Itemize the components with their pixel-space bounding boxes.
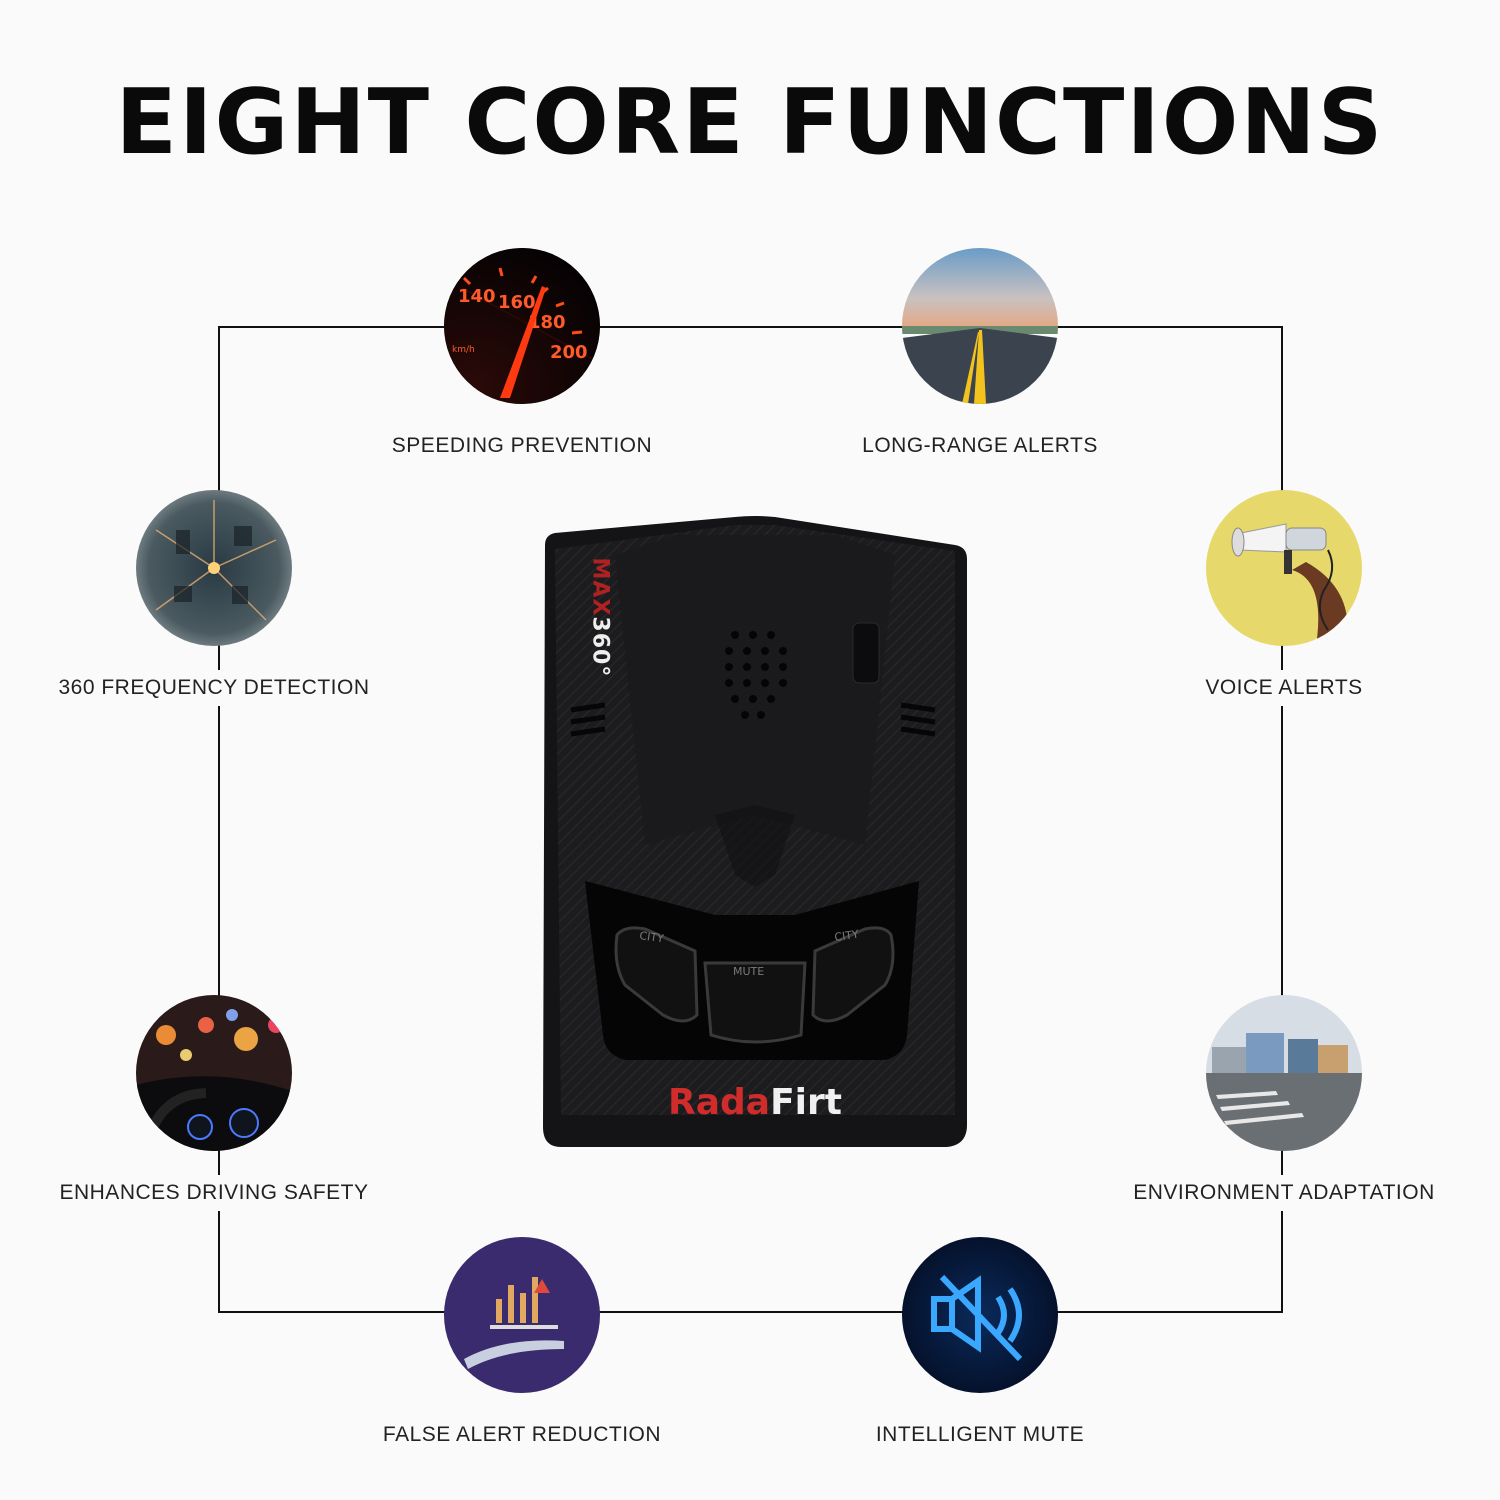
feature-label: ENVIRONMENT ADAPTATION: [1084, 1175, 1484, 1211]
feature-long-range-alerts: LONG-RANGE ALERTS: [780, 248, 1180, 488]
speed-tick-140: 140: [458, 286, 496, 307]
city-left-button[interactable]: [614, 926, 699, 1023]
feature-false-alert-reduction: FALSE ALERT REDUCTION: [322, 1237, 722, 1477]
street-icon: [1206, 995, 1362, 1151]
model-label: MAX360°: [587, 557, 613, 678]
feature-speeding-prevention: 140 160 180 200 km/h SPEEDING PREVENTION: [322, 248, 722, 488]
feature-voice-alerts: VOICE ALERTS: [1084, 490, 1484, 730]
feature-label: SPEEDING PREVENTION: [322, 428, 722, 464]
connector-frame: [218, 326, 1283, 1313]
city-right-button[interactable]: [811, 926, 895, 1023]
btn-left-label: CITY: [639, 929, 665, 945]
megaphone-icon: [1206, 490, 1362, 646]
road-icon: [902, 248, 1058, 404]
speed-unit: km/h: [452, 345, 475, 355]
car-dashboard-icon: [136, 995, 292, 1151]
feature-360-frequency-detection: 360 FREQUENCY DETECTION: [14, 490, 414, 730]
feature-environment-adaptation: ENVIRONMENT ADAPTATION: [1084, 995, 1484, 1235]
feature-label: ENHANCES DRIVING SAFETY: [14, 1175, 414, 1211]
feature-enhances-driving-safety: ENHANCES DRIVING SAFETY: [14, 995, 414, 1235]
feature-label: 360 FREQUENCY DETECTION: [14, 670, 414, 706]
feature-label: VOICE ALERTS: [1084, 670, 1484, 706]
radar-detector-device: CITY MUTE CITY MAX360° RadaFirt: [535, 515, 975, 1155]
feature-label: INTELLIGENT MUTE: [780, 1417, 1180, 1453]
speaker-grille: [725, 631, 787, 719]
city-globe-icon: [136, 490, 292, 646]
power-switch[interactable]: [852, 622, 880, 684]
chart-hand-icon: [444, 1237, 600, 1393]
page-title: EIGHT CORE FUNCTIONS: [115, 70, 1385, 175]
mute-icon: [902, 1237, 1058, 1393]
speed-tick-200: 200: [550, 342, 588, 363]
speed-tick-180: 180: [528, 312, 566, 333]
speedometer-icon: 140 160 180 200 km/h: [444, 248, 600, 404]
btn-mid-label: MUTE: [733, 965, 764, 978]
brand-logo: RadaFirt: [668, 1082, 842, 1123]
feature-label: FALSE ALERT REDUCTION: [322, 1417, 722, 1453]
mute-button[interactable]: [703, 961, 807, 1044]
speed-tick-160: 160: [498, 292, 536, 313]
feature-label: LONG-RANGE ALERTS: [780, 428, 1180, 464]
feature-intelligent-mute: INTELLIGENT MUTE: [780, 1237, 1180, 1477]
btn-right-label: CITY: [834, 928, 860, 944]
